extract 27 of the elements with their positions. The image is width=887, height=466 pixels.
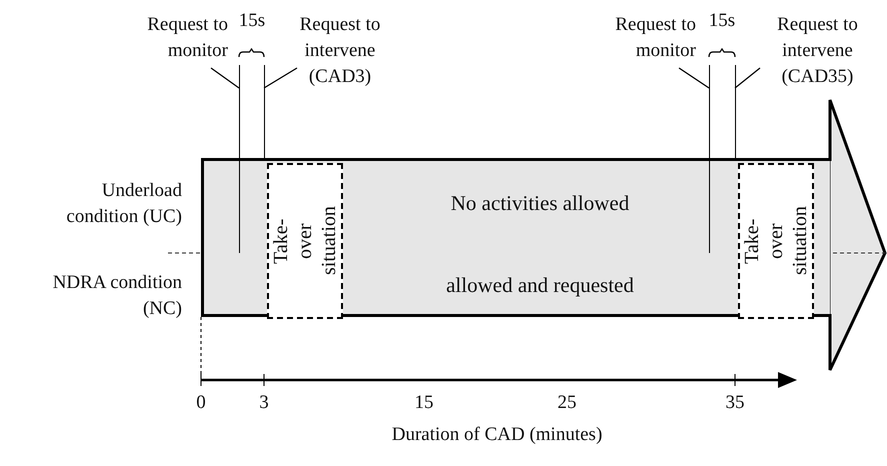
leader-line: [678, 68, 710, 88]
request-label: Request to monitor: [556, 12, 696, 82]
leader-line: [264, 67, 298, 89]
leader-line: [734, 68, 760, 88]
leader-line: [210, 68, 240, 88]
situation-box: [267, 163, 343, 319]
request-label: Request to intervene (CAD3): [285, 12, 395, 104]
activity-label: allowed and requested: [445, 274, 635, 296]
marker-line: [264, 65, 265, 158]
request-label: Request to intervene (CAD35): [748, 12, 887, 104]
situation-label: Take-over situation: [269, 205, 341, 278]
row-label: NDRA condition (NC): [52, 271, 182, 321]
row-label: Underload condition (UC): [65, 179, 182, 229]
axis-title: Duration of CAD (minutes): [390, 424, 604, 446]
tick-label: 35: [724, 392, 746, 414]
request-label: Request to monitor: [88, 12, 228, 82]
tick-label: 25: [556, 392, 578, 414]
marker-line: [735, 65, 736, 158]
marker-line: [239, 65, 240, 253]
tick-label: 3: [258, 392, 270, 414]
tick-label: 15: [414, 392, 434, 414]
situation-box: [738, 163, 814, 319]
tick-label: 0: [195, 392, 207, 414]
timeline-band: [201, 158, 830, 317]
marker-line: [709, 65, 710, 253]
activity-label: No activities allowed: [450, 192, 630, 214]
situation-label: Take-over situation: [740, 205, 812, 278]
